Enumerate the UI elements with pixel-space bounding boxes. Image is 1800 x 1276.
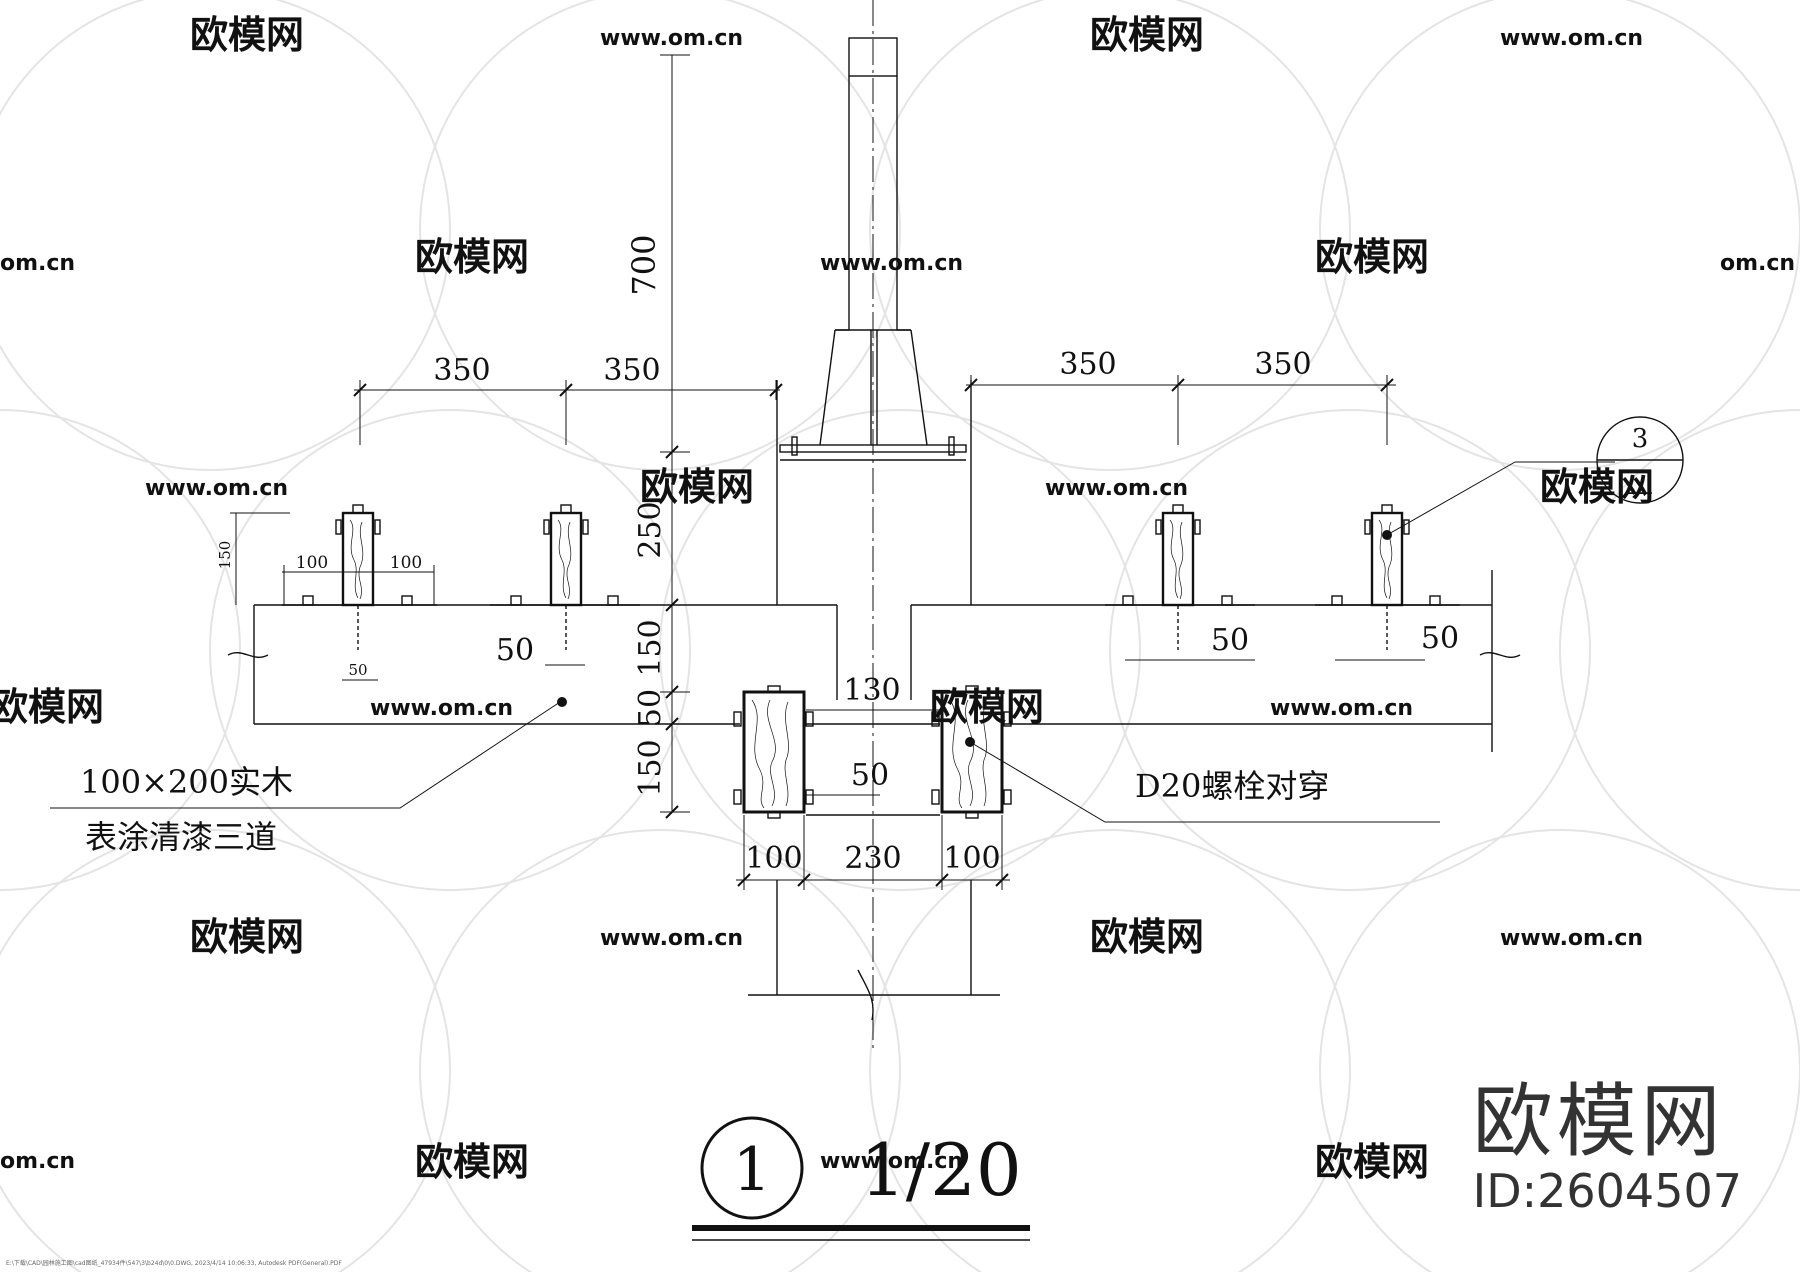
dim-100-left-b: 100 (390, 553, 422, 573)
watermark-url: www.om.cn (1270, 696, 1413, 721)
watermark-url: www.om.cn (1045, 476, 1188, 501)
timber-spec-line2: 表涂清漆三道 (85, 818, 277, 856)
watermark-brand: 欧模网 (1090, 915, 1204, 959)
watermark-url: www.om.cn (145, 476, 288, 501)
dimension-lines (230, 54, 1425, 890)
timber-spec-line1: 100×200实木 (80, 763, 293, 801)
watermark-brand: 欧模网 (190, 13, 304, 57)
file-path-footer: E:\下载\CAD\园林施工图\cad图纸_47934件\547\3\b24d\… (6, 1260, 342, 1267)
brand-block: 欧模网 ID:2604507 (1473, 1082, 1742, 1217)
joist-left-1 (282, 504, 437, 650)
title-scale: 1/20 (860, 1128, 1022, 1212)
dim-150-left: 150 (216, 541, 234, 570)
title-number: 1 (733, 1135, 771, 1205)
dim-100-left-a: 100 (296, 553, 328, 573)
watermark-url: www.om.cn (1500, 26, 1643, 51)
steel-post (779, 37, 967, 461)
dim-100-bottom-b: 100 (943, 841, 1000, 876)
brand-logo: 欧模网 (1472, 1075, 1725, 1168)
watermark-urls: www.om.cn www.om.cn www.om.cn om.cn om.c… (0, 26, 1795, 1174)
drawing-title: 1 1/20 (692, 1116, 1030, 1241)
dim-150-a: 150 (633, 619, 668, 676)
watermark-url: www.om.cn (1500, 926, 1643, 951)
dim-50-block-right-a: 50 (1211, 623, 1249, 658)
dim-700: 700 (625, 234, 663, 295)
watermark-brand: 欧模网 (1540, 465, 1654, 509)
dimension-text: 700 350 350 350 350 250 150 50 150 150 1… (216, 234, 1459, 876)
watermark-brand: 欧模网 (190, 915, 304, 959)
detail-ref-sheet: — (1627, 477, 1653, 507)
dim-250: 250 (633, 501, 668, 558)
support-post (776, 380, 972, 700)
watermark-url: www.om.cn (600, 926, 743, 951)
watermark-brand: 欧模网 (1315, 235, 1429, 279)
dim-50-block-right-b: 50 (1421, 621, 1459, 656)
bolt-spec: D20螺栓对穿 (1135, 767, 1329, 805)
watermark-brand: 欧模网 (0, 685, 104, 729)
dim-150-b: 150 (633, 739, 668, 796)
joist-right-1 (1105, 504, 1255, 650)
dim-50: 50 (633, 689, 668, 727)
watermark-url: om.cn (0, 1149, 75, 1174)
watermark-brand: 欧模网 (415, 1140, 529, 1184)
dim-50-block-left: 50 (496, 633, 534, 668)
dim-50-gap: 50 (851, 758, 889, 793)
dim-350-left-2: 350 (603, 353, 660, 388)
watermark-url: www.om.cn (820, 251, 963, 276)
lower-pile (748, 880, 1000, 1021)
detail-ref-number: 3 (1632, 424, 1649, 454)
watermark-url: www.om.cn (370, 696, 513, 721)
leader-dots (557, 530, 1392, 747)
brand-id: ID:2604507 (1472, 1164, 1742, 1218)
annotation-text: 100×200实木 表涂清漆三道 D20螺栓对穿 (80, 763, 1329, 856)
watermark-url: om.cn (1720, 251, 1795, 276)
watermark-brands: 欧模网 欧模网 欧模网 欧模网 欧模网 欧模网 欧模网 欧模网 欧模网 欧模网 … (0, 13, 1654, 1184)
watermark-url: om.cn (0, 251, 75, 276)
watermark-brand: 欧模网 (1315, 1140, 1429, 1184)
watermark-brand: 欧模网 (1090, 13, 1204, 57)
joist-right-2 (1315, 504, 1460, 650)
leader-lines (50, 461, 1615, 823)
dim-350-left-1: 350 (433, 353, 490, 388)
dim-230-bottom: 230 (844, 841, 901, 876)
timber-block-left (733, 685, 814, 819)
watermark-brand: 欧模网 (640, 465, 754, 509)
dim-350-right-1: 350 (1059, 347, 1116, 382)
linework (50, 0, 1615, 1050)
watermark-url: www.om.cn (820, 1149, 963, 1174)
dim-100-bottom-a: 100 (745, 841, 802, 876)
joist-left-2 (490, 504, 640, 650)
watermark-brand: 欧模网 (415, 235, 529, 279)
detail-reference: 3 — (1596, 416, 1684, 507)
watermark-url: www.om.cn (600, 26, 743, 51)
dim-130: 130 (843, 673, 900, 708)
dim-50-small: 50 (348, 661, 367, 679)
timber-block-right (931, 685, 1012, 819)
dim-350-right-2: 350 (1254, 347, 1311, 382)
